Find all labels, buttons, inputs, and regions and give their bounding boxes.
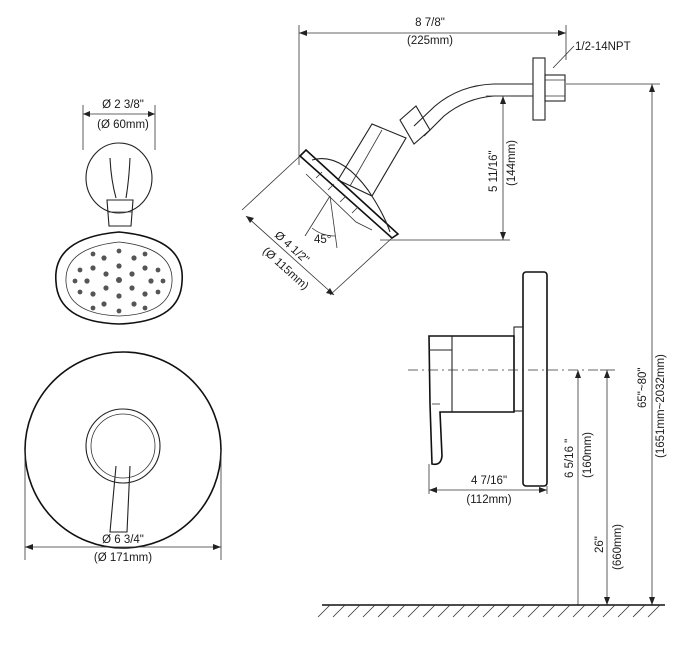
shower-height-mm: (1651mm~2032mm) xyxy=(655,354,667,458)
arm-width-mm: (225mm) xyxy=(407,35,453,47)
arm-width-in: 8 7/8" xyxy=(415,17,445,29)
thread-spec: 1/2-14NPT xyxy=(575,41,631,53)
showerhead-front-view: Ø 2 3/8" (Ø 60mm) xyxy=(55,99,183,325)
spray-angle: 45° xyxy=(314,234,331,246)
valve-from-floor-in: 26" xyxy=(594,536,606,553)
flange-diameter-mm: (Ø 60mm) xyxy=(97,119,149,131)
valve-trim-front-view: Ø 6 3/4" (Ø 171mm) xyxy=(24,351,222,564)
trim-diameter-mm: (Ø 171mm) xyxy=(94,552,152,564)
valve-height-in: 6 5/16 " xyxy=(564,439,576,478)
valve-height-mm: (160mm) xyxy=(582,432,594,478)
shower-height-in: 65"~80" xyxy=(637,368,649,408)
arm-drop-in: 5 11/16" xyxy=(488,150,500,192)
valve-depth-in: 4 7/16" xyxy=(471,475,507,487)
trim-diameter-in: Ø 6 3/4" xyxy=(102,534,144,546)
valve-side-view: 4 7/16" (112mm) 6 5/16 " (160mm) 26" (66… xyxy=(408,83,667,605)
valve-depth-mm: (112mm) xyxy=(466,494,511,506)
valve-from-floor-mm: (660mm) xyxy=(612,524,624,570)
flange-diameter-in: Ø 2 3/8" xyxy=(102,99,144,111)
showerhead-side-view: 8 7/8" (225mm) 1/2-14NPT 45° xyxy=(241,17,631,296)
arm-drop-mm: (144mm) xyxy=(506,140,518,186)
floor-line xyxy=(317,604,665,618)
